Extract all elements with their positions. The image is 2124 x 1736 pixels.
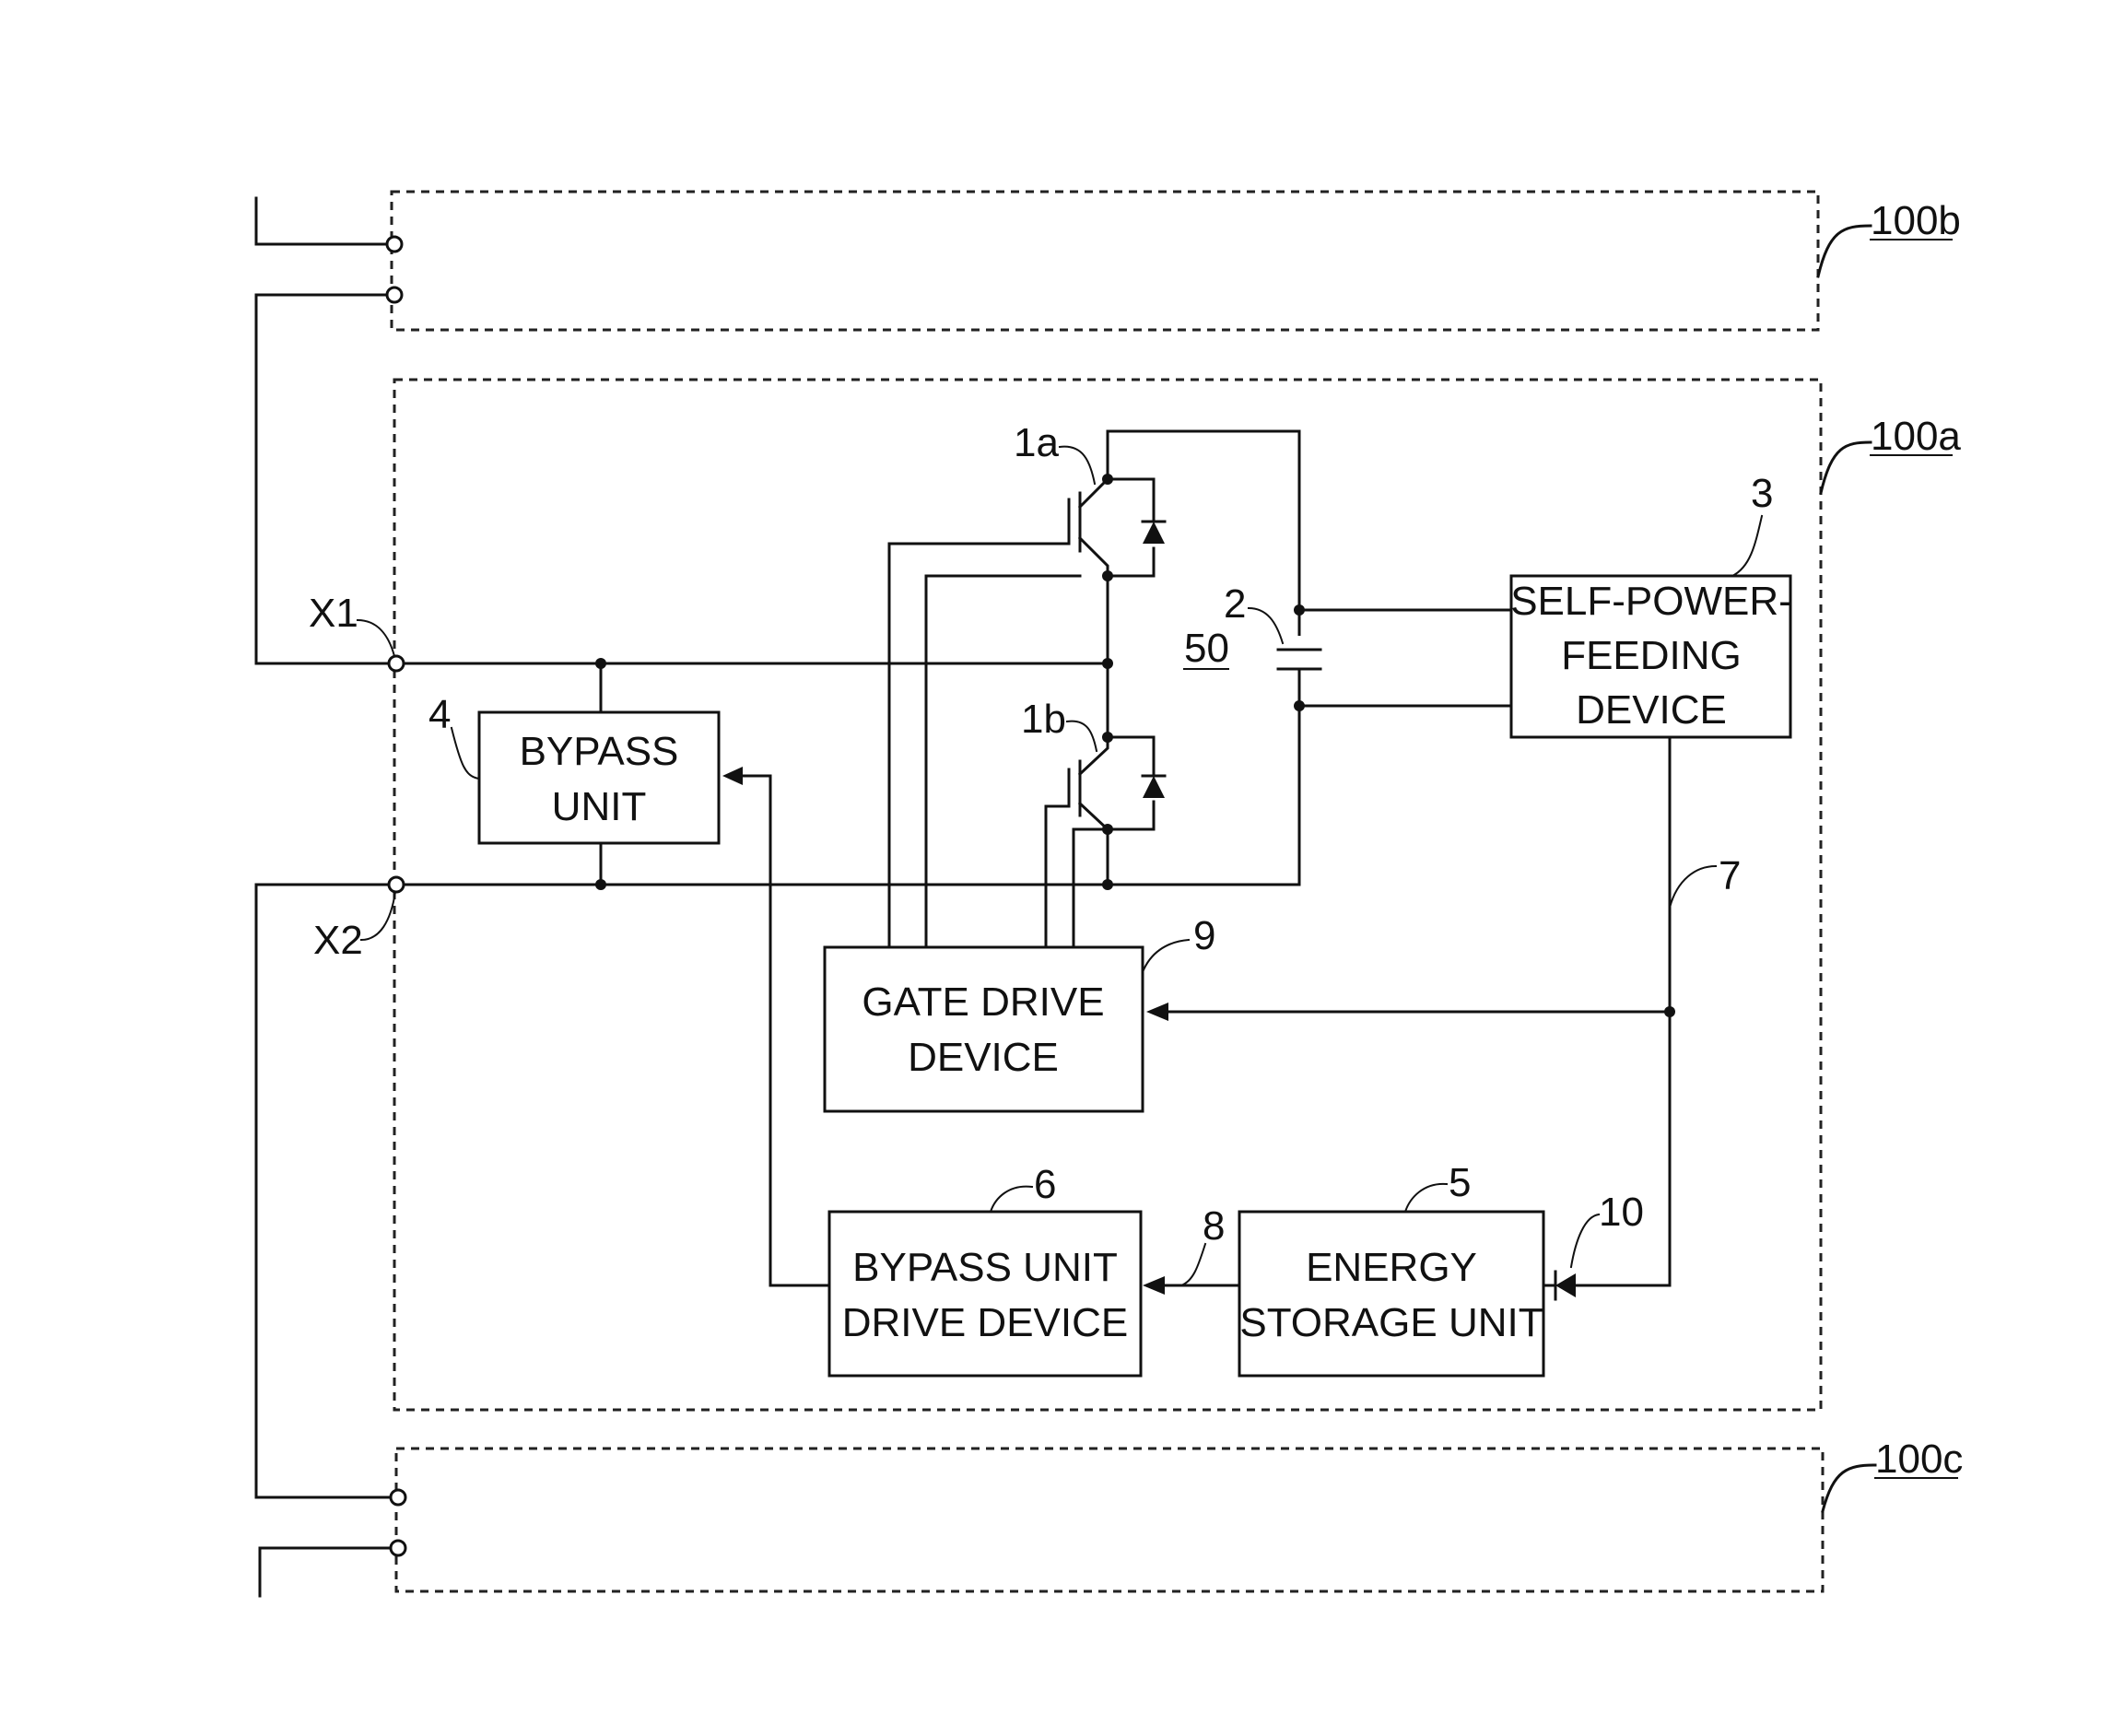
svg-text:STORAGE UNIT: STORAGE UNIT [1239, 1300, 1543, 1345]
terminal-x2-label: X2 [313, 918, 363, 963]
terminal-x1-label: X1 [309, 591, 358, 636]
ref-1b-label: 1b [1021, 697, 1066, 742]
terminal-x1 [389, 656, 404, 671]
terminal-x2 [389, 877, 404, 892]
svg-text:ENERGY: ENERGY [1306, 1245, 1477, 1290]
terminal-100c-lower [391, 1541, 405, 1555]
ref-50-label: 50 [1184, 626, 1229, 671]
igbt-1a-symbol [1069, 479, 1165, 576]
svg-text:DEVICE: DEVICE [1576, 687, 1727, 733]
module-100c-outline [396, 1449, 1823, 1591]
bypass-unit-drive-device-block: BYPASS UNIT DRIVE DEVICE [829, 1212, 1141, 1376]
svg-text:DEVICE: DEVICE [908, 1035, 1059, 1080]
ref-3-label: 3 [1751, 471, 1773, 516]
ref-2-label: 2 [1224, 581, 1246, 627]
ref-4-label: 4 [428, 692, 451, 737]
ref-9-label: 9 [1193, 913, 1215, 958]
ref-10-label: 10 [1599, 1190, 1644, 1235]
gate-drive-device-block: GATE DRIVE DEVICE [825, 947, 1143, 1111]
svg-text:BYPASS: BYPASS [520, 729, 679, 774]
energy-storage-unit-block: ENERGY STORAGE UNIT [1239, 1212, 1543, 1376]
svg-text:DRIVE DEVICE: DRIVE DEVICE [842, 1300, 1129, 1345]
igbt-1b-symbol [1069, 710, 1165, 829]
ref-7-label: 7 [1719, 853, 1741, 898]
svg-text:FEEDING: FEEDING [1561, 633, 1742, 678]
module-100c-label: 100c [1875, 1437, 1963, 1482]
ref-5-label: 5 [1449, 1160, 1471, 1205]
module-100b-label: 100b [1871, 198, 1961, 243]
svg-text:GATE DRIVE: GATE DRIVE [862, 979, 1104, 1025]
svg-text:BYPASS UNIT: BYPASS UNIT [852, 1245, 1118, 1290]
svg-text:UNIT: UNIT [552, 784, 647, 829]
terminal-100b-upper [387, 237, 402, 252]
svg-text:SELF-POWER-: SELF-POWER- [1510, 579, 1792, 624]
bypass-unit-block: BYPASS UNIT [479, 712, 719, 843]
terminal-100b-lower [387, 287, 402, 302]
ref-6-label: 6 [1034, 1162, 1056, 1207]
diode-10-symbol [1543, 1272, 1602, 1299]
ref-8-label: 8 [1203, 1203, 1225, 1249]
module-100a-label: 100a [1871, 414, 1961, 459]
ref-1a-label: 1a [1014, 420, 1059, 465]
terminal-100c-upper [391, 1490, 405, 1505]
module-100b-outline [392, 192, 1818, 330]
self-power-feeding-device-block: SELF-POWER- FEEDING DEVICE [1510, 576, 1792, 737]
